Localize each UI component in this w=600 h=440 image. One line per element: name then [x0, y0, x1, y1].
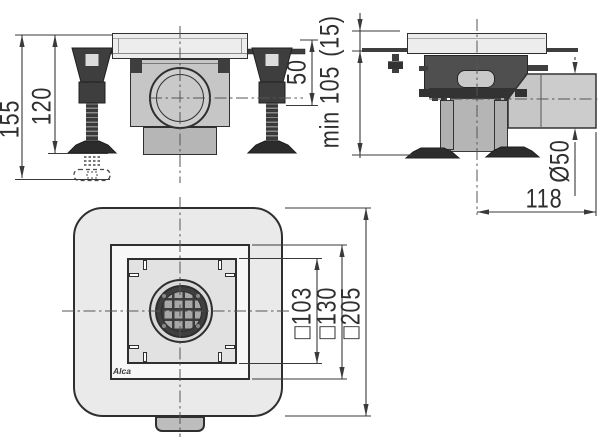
- front-dimension-arrows: [19, 35, 315, 178]
- side-body-tab-right: [528, 65, 548, 71]
- dim-label-collar-height: 50: [281, 59, 312, 85]
- side-feet: [404, 146, 541, 159]
- plan-grate-screw: [162, 324, 166, 328]
- front-plate-line-top: [113, 38, 247, 39]
- side-clamp-bolt-left: [419, 89, 430, 97]
- front-plate-tick-left: [118, 38, 119, 53]
- front-centerlines: [150, 26, 303, 183]
- plan-clip: [129, 345, 139, 349]
- front-leg-left-rod: [86, 103, 98, 141]
- plan-grate-screw: [196, 294, 200, 298]
- dim-label-outlet-diameter: Ø50: [544, 139, 575, 183]
- plan-clip: [129, 273, 139, 277]
- dim-label-overall-height: 155: [0, 99, 25, 139]
- plan-clip: [143, 352, 147, 362]
- plan-clip: [225, 273, 235, 277]
- plan-clip: [225, 345, 235, 349]
- dim-label-flange-size: □205: [335, 286, 366, 340]
- plan-grate-screw: [196, 324, 200, 328]
- front-clip-left: [130, 59, 142, 73]
- side-body-window: [457, 70, 495, 88]
- side-plate-line: [408, 38, 545, 39]
- side-dimension-lines: [352, 13, 597, 216]
- side-body-tab-left: [419, 66, 428, 71]
- front-leg-right-rod: [266, 103, 278, 141]
- side-outlet-pipe: [507, 73, 597, 129]
- plan-clip: [143, 260, 147, 270]
- brand-logo: Alca: [113, 366, 131, 376]
- plan-centerlines: [62, 197, 292, 437]
- front-leg-left: [66, 47, 118, 154]
- plan-clip: [218, 260, 222, 270]
- dim-label-outlet-offset: 118: [525, 183, 563, 214]
- dim-label-depth-alt: (15): [314, 15, 345, 57]
- side-bolt-nut: [388, 61, 403, 69]
- side-dimension-arrows: [357, 19, 596, 215]
- front-plate-tick-right: [241, 38, 242, 53]
- front-clip-right: [218, 59, 230, 73]
- plan-dimension-lines: [239, 207, 371, 417]
- dim-label-depth: min 105: [314, 65, 345, 149]
- plan-grate-screw: [162, 294, 166, 298]
- plan-dimension-arrows: [314, 208, 369, 416]
- side-centerlines: [429, 19, 600, 215]
- side-clamp: [429, 88, 521, 98]
- dim-label-body-height: 120: [26, 86, 57, 126]
- front-leg-extension-dashed: [73, 156, 111, 182]
- plan-clip: [218, 352, 222, 362]
